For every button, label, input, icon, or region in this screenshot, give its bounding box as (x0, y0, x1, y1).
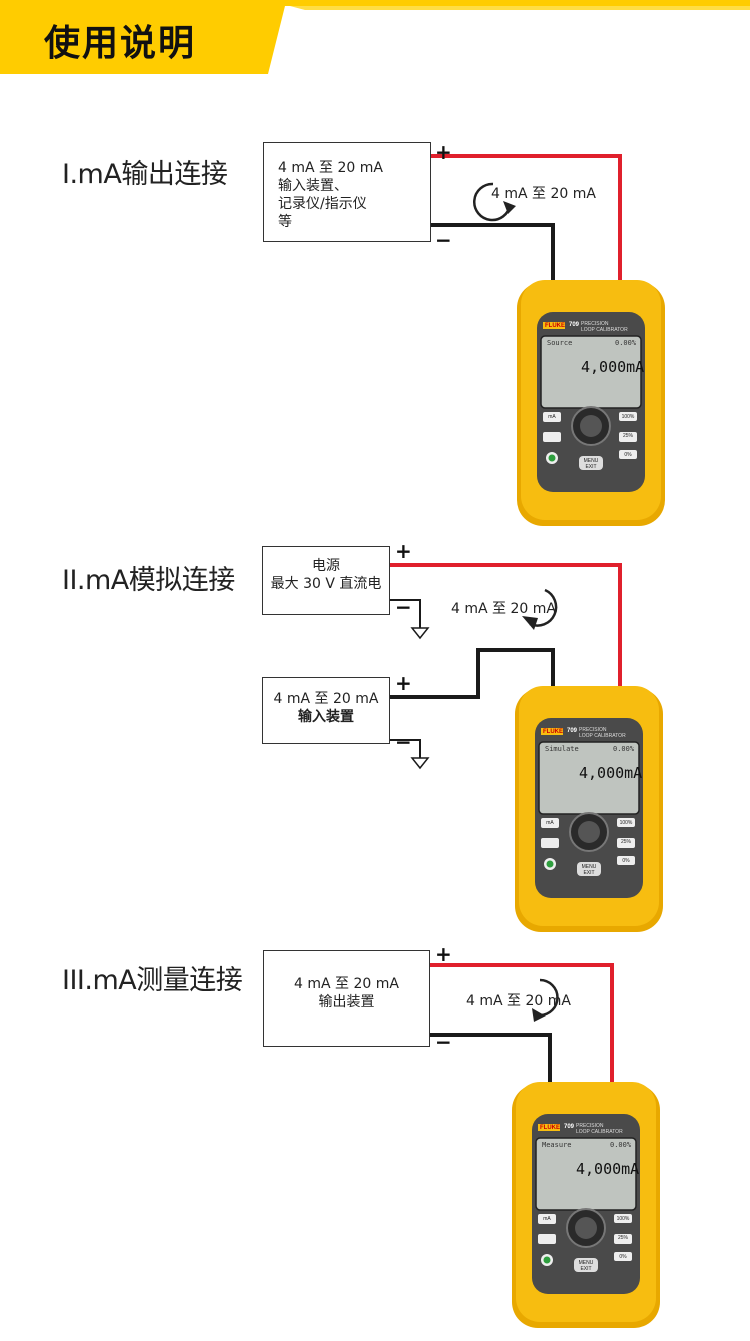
plus-terminal: + (435, 140, 452, 164)
section-1-input-device-box: 4 mA 至 20 mA 输入装置、 记录仪/指示仪 等 (263, 142, 431, 242)
exit-button[interactable]: EXIT (580, 1266, 592, 1272)
plus-terminal: + (395, 539, 412, 563)
section-3-loop-label: 4 mA 至 20 mA (466, 993, 571, 1009)
box-line: 等 (278, 214, 292, 230)
percent-readout: 0.00% (610, 1141, 632, 1149)
section-3-title: III.mA测量连接 (62, 965, 243, 996)
menu-button[interactable]: MENU (583, 458, 599, 464)
meter-body (517, 280, 665, 526)
menu-button[interactable]: MENU (578, 1260, 594, 1266)
model-subtitle: PRECISION (581, 321, 609, 327)
section-3-wires (430, 963, 614, 1082)
exit-button[interactable]: EXIT (583, 870, 595, 876)
brand-logo: FLUKE (543, 729, 563, 735)
percent-readout: 0.00% (615, 339, 637, 347)
25-percent-button[interactable]: 25% (620, 839, 631, 845)
mode-label: Simulate (545, 745, 579, 753)
minus-terminal: − (395, 730, 412, 754)
model-number: 709 (569, 322, 580, 328)
model-subtitle: PRECISION (579, 727, 607, 733)
header-band (0, 0, 750, 74)
brand-logo: FLUKE (545, 323, 565, 329)
model-subtitle: LOOP CALIBRATOR (581, 327, 628, 333)
section-2-input-device-box: 4 mA 至 20 mA 输入装置 (262, 677, 390, 744)
model-subtitle: PRECISION (576, 1123, 604, 1129)
current-reading: 4,000mA (576, 1160, 640, 1178)
100-percent-button[interactable]: 100% (621, 414, 635, 420)
minus-terminal: − (395, 595, 412, 619)
page-title: 使用说明 (44, 23, 197, 64)
percent-readout: 0.00% (613, 745, 635, 753)
mode-label: Source (547, 339, 573, 347)
minus-terminal: − (435, 228, 452, 252)
meter-body (515, 686, 663, 932)
plus-terminal: + (395, 671, 412, 695)
loop-arrow-3 (539, 978, 559, 1017)
range-button[interactable]: mA (546, 820, 554, 826)
section-1-wires (430, 154, 622, 282)
mode-label: Measure (542, 1141, 572, 1149)
supply-line: 电源 (312, 558, 340, 574)
section-1-loop-label: 4 mA 至 20 mA (491, 186, 596, 202)
section-2-wires (390, 563, 622, 770)
plus-terminal: + (435, 942, 452, 966)
section-2-loop-label: 4 mA 至 20 mA (451, 601, 556, 617)
exit-button[interactable]: EXIT (585, 464, 597, 470)
current-reading: 4,000mA (581, 358, 645, 376)
0-percent-button[interactable]: 0% (624, 452, 632, 458)
model-subtitle: LOOP CALIBRATOR (579, 733, 626, 739)
box-line: 4 mA 至 20 mA (294, 976, 399, 992)
25-percent-button[interactable]: 25% (617, 1235, 628, 1241)
box-line: 输入装置、 (278, 178, 348, 194)
box-line: 输入装置 (298, 709, 354, 725)
box-line: 记录仪/指示仪 (278, 196, 367, 212)
model-subtitle: LOOP CALIBRATOR (576, 1129, 623, 1135)
box-line: 4 mA 至 20 mA (278, 160, 383, 176)
loop-arrow-1 (473, 182, 512, 222)
meter-body (512, 1082, 660, 1328)
menu-button[interactable]: MENU (581, 864, 597, 870)
box-line: 4 mA 至 20 mA (273, 691, 379, 707)
0-percent-button[interactable]: 0% (622, 858, 630, 864)
section-1-title: I.mA输出连接 (62, 159, 228, 190)
model-number: 709 (567, 728, 578, 734)
power-supply-box: 电源 最大 30 V 直流电 (262, 546, 390, 615)
output-device-box: 4 mA 至 20 mA 输出装置 (263, 950, 430, 1047)
100-percent-button[interactable]: 100% (616, 1216, 630, 1222)
range-button[interactable]: mA (543, 1216, 551, 1222)
current-reading: 4,000mA (579, 764, 643, 782)
box-line: 输出装置 (318, 994, 375, 1010)
100-percent-button[interactable]: 100% (619, 820, 633, 826)
minus-terminal: − (435, 1030, 452, 1054)
model-number: 709 (564, 1124, 575, 1130)
loop-arrow-2 (529, 588, 558, 627)
brand-logo: FLUKE (540, 1125, 560, 1131)
0-percent-button[interactable]: 0% (619, 1254, 627, 1260)
supply-line: 最大 30 V 直流电 (270, 576, 382, 592)
25-percent-button[interactable]: 25% (622, 433, 633, 439)
section-2-title: II.mA模拟连接 (62, 565, 235, 596)
range-button[interactable]: mA (548, 414, 556, 420)
